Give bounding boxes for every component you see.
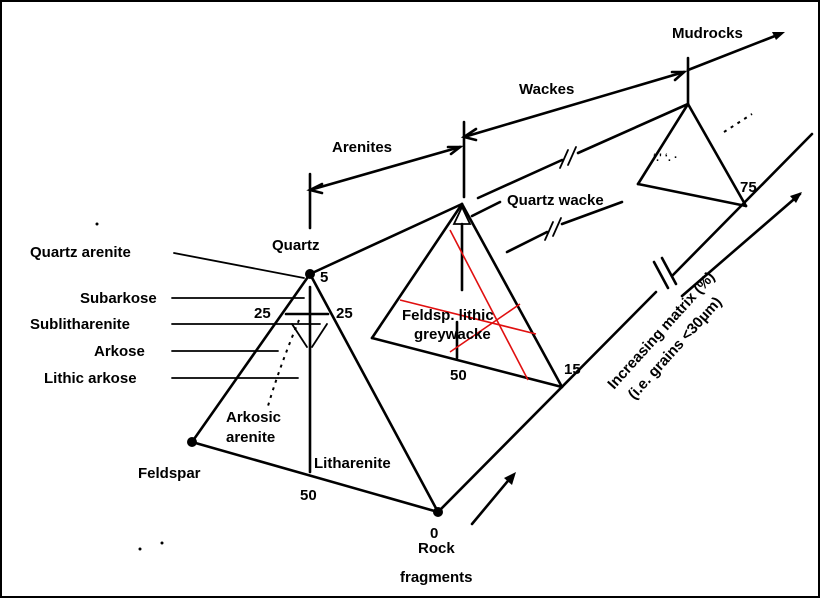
value-75: 75: [740, 179, 757, 196]
wackes-bracket: [460, 70, 688, 199]
quartz-arenite-label: Quartz arenite: [30, 244, 131, 261]
value-25-left: 25: [254, 305, 271, 322]
litharenite-label: Litharenite: [314, 455, 391, 472]
feldspar-label: Feldspar: [138, 465, 201, 482]
increasing-matrix-label: Increasing matrix (%) (i.e. grains <30µm…: [604, 269, 725, 403]
speck: [160, 541, 164, 545]
label-leader-lines: [171, 252, 321, 379]
greywacke-label-line1: Feldsp. lithic: [402, 307, 494, 324]
red-cross-line: [449, 303, 521, 353]
back-triangle: [636, 102, 753, 208]
bottom-direction-arrow: [470, 472, 516, 526]
mudrocks-label: Mudrocks: [672, 25, 743, 42]
speck: [138, 547, 142, 551]
feldspar-point: [187, 437, 197, 447]
value-50-front: 50: [300, 487, 317, 504]
rock-fragments-label-line1: Rock: [418, 540, 455, 557]
faint-marks: ‘.' ‘. ·: [653, 152, 678, 164]
value-15: 15: [564, 361, 581, 378]
value-0: 0: [430, 525, 438, 542]
quartz-apex-point: [305, 269, 315, 279]
quartz-wacke-label: Quartz wacke: [507, 192, 604, 209]
mudrocks-bracket: [686, 32, 785, 106]
value-50-middle: 50: [450, 367, 467, 384]
rock-fragments-point: [433, 507, 443, 517]
prism-top-edge: [308, 102, 690, 276]
arkosic-arenite-label-line2: arenite: [226, 429, 275, 446]
arkosic-arenite-label-line1: Arkosic: [226, 409, 281, 426]
speck: [95, 222, 99, 226]
red-cross-line: [449, 229, 529, 381]
value-5: 5: [320, 269, 328, 286]
middle-triangle: [370, 202, 564, 389]
front-triangle: [187, 269, 443, 517]
subarkose-label: Subarkose: [80, 290, 157, 307]
red-cross-line: [399, 299, 537, 335]
wackes-label: Wackes: [519, 81, 574, 98]
value-25-right: 25: [336, 305, 353, 322]
lithic-arkose-label: Lithic arkose: [44, 370, 137, 387]
greywacke-label-line2: greywacke: [414, 326, 491, 343]
arkose-label: Arkose: [94, 343, 145, 360]
quartz-label: Quartz: [272, 237, 320, 254]
rock-fragments-label-line2: fragments: [400, 569, 473, 586]
arenites-bracket: [306, 145, 464, 230]
quartz-wacke-connector: [470, 200, 624, 254]
arenites-label: Arenites: [332, 139, 392, 156]
increasing-matrix-arrow: [652, 192, 802, 298]
sublitharenite-label: Sublitharenite: [30, 316, 130, 333]
